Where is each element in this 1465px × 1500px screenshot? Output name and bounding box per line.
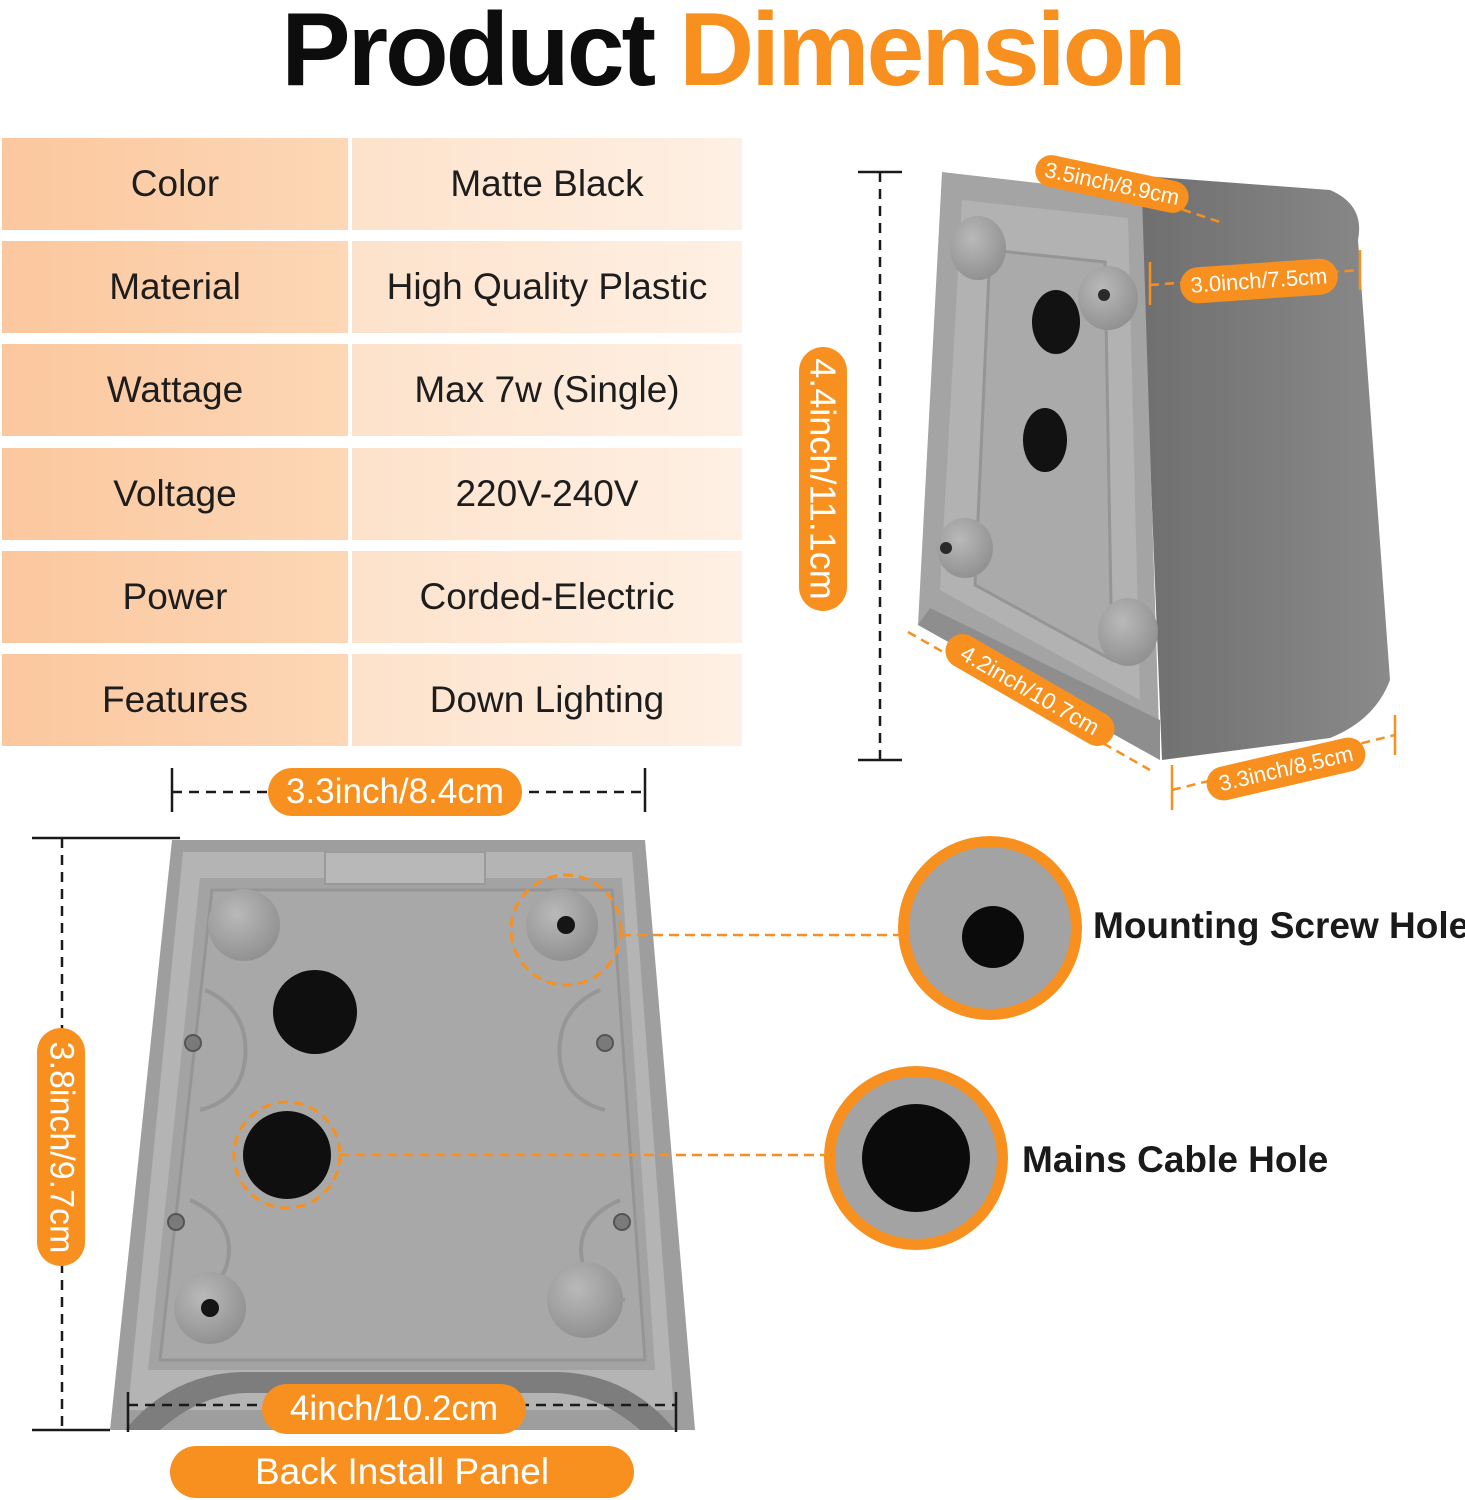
mounting-hole-detail <box>898 836 1082 1020</box>
dim-lines-3d <box>858 170 902 762</box>
mains-hole-detail <box>824 1066 1008 1250</box>
spec-row-features: Features Down Lighting <box>2 654 742 746</box>
spec-row-material: Material High Quality Plastic <box>2 241 742 333</box>
back-panel-view <box>110 840 695 1430</box>
fixture-body <box>1130 175 1390 760</box>
title-part-dimension: Dimension <box>679 0 1187 108</box>
dim-label-panel-top-width: 3.3inch/8.4cm <box>268 768 522 816</box>
spec-label: Voltage <box>2 448 348 540</box>
callout-connectors <box>340 933 905 1157</box>
spec-label: Color <box>2 138 348 230</box>
dim-label-height-3d: 4.4inch/11.1cm <box>799 347 847 611</box>
dim-label-panel-height-text: 3.8inch/9.7cm <box>42 1041 81 1253</box>
dim-label-height-3d-text: 4.4inch/11.1cm <box>803 358 845 600</box>
spec-row-wattage: Wattage Max 7w (Single) <box>2 344 742 436</box>
spec-label: Wattage <box>2 344 348 436</box>
spec-value: Max 7w (Single) <box>352 344 742 436</box>
spec-row-power: Power Corded-Electric <box>2 551 742 643</box>
spec-row-color: Color Matte Black <box>2 138 742 230</box>
spec-label: Power <box>2 551 348 643</box>
panel-label-badge: Back Install Panel <box>170 1446 634 1498</box>
callout-mains-cable-hole: Mains Cable Hole <box>1022 1139 1329 1180</box>
spec-label: Material <box>2 241 348 333</box>
fixture-3d-view <box>918 172 1390 760</box>
spec-row-voltage: Voltage 220V-240V <box>2 448 742 540</box>
spec-value: High Quality Plastic <box>352 241 742 333</box>
spec-value: Down Lighting <box>352 654 742 746</box>
dim-label-panel-height: 3.8inch/9.7cm <box>37 1028 85 1266</box>
spec-value: Matte Black <box>352 138 742 230</box>
callout-mounting-screw-hole: Mounting Screw Hole <box>1093 905 1465 946</box>
spec-value: Corded-Electric <box>352 551 742 643</box>
title-part-product: Product <box>281 0 656 108</box>
page-title: Product Dimension <box>0 0 1465 110</box>
dim-ticks-3d <box>1148 250 1397 810</box>
dim-label-panel-bottom-width: 4inch/10.2cm <box>262 1384 526 1434</box>
spec-value: 220V-240V <box>352 448 742 540</box>
spec-label: Features <box>2 654 348 746</box>
